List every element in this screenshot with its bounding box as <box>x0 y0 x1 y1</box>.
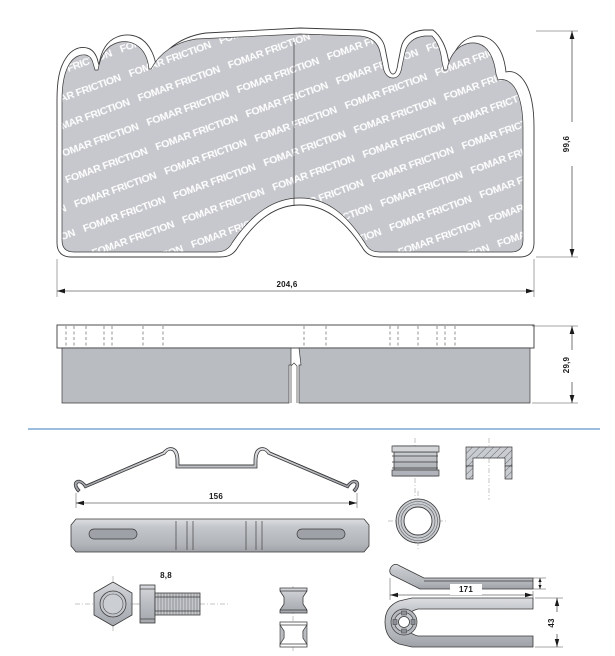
dimension-pad-width: 204,6 <box>56 259 535 297</box>
ribbed-bushing-sleeve <box>391 438 440 540</box>
fork-pivot-bore <box>398 616 410 628</box>
dimension-pad-thickness: 29,9 <box>532 325 578 404</box>
dimension-bracket-length: 171 <box>389 578 534 600</box>
bolt-grade-label: 8,8 <box>160 571 172 580</box>
pad-width-label: 204,6 <box>276 280 297 289</box>
pad-thickness-label: 29,9 <box>562 356 571 373</box>
spacer-bushing-pair <box>279 586 308 652</box>
washer-ring-2 <box>398 501 438 541</box>
backing-plate-ticks <box>65 326 456 347</box>
fork-pivot-keyway <box>392 610 416 634</box>
center-slot <box>290 362 298 403</box>
retainer-slot-left <box>88 528 138 540</box>
cap-cross-section <box>465 438 513 500</box>
fork-bracket-thickness-marker <box>533 577 546 590</box>
pad-side-view: 29,9 <box>56 324 578 404</box>
retaining-spring-clip <box>73 447 360 493</box>
dimension-pad-height: 99,6 <box>536 30 578 258</box>
spacer-bushing-upper <box>279 587 308 614</box>
washer-bore <box>403 506 433 536</box>
cap-leg-left <box>465 465 474 480</box>
retainer-slot-right <box>296 528 346 540</box>
retainer-score-lines <box>175 521 263 550</box>
friction-block-right <box>298 347 531 404</box>
washer-ring-top-view <box>388 491 448 551</box>
hex-bolt-side-view: 8,8 <box>130 571 230 624</box>
backing-plate-strip <box>56 324 535 349</box>
cap-section-profile <box>465 446 513 467</box>
fork-bracket-side-view <box>389 564 534 590</box>
friction-material <box>62 34 523 252</box>
hex-bolt-head-view <box>75 576 200 632</box>
friction-material-outline <box>61 33 524 253</box>
pad-face-view: 204,6 99,6 <box>56 27 578 297</box>
bracket-width-label: 43 <box>547 618 556 628</box>
pad-retainer-plate <box>70 518 370 553</box>
bolt-head-side <box>139 584 156 624</box>
dimension-spring-length: 156 <box>75 491 358 508</box>
washer-ring-3 <box>400 503 436 539</box>
accessory-kit: 156 <box>70 438 563 652</box>
fork-bracket-side-body <box>389 564 534 590</box>
bolt-shank <box>154 592 201 616</box>
friction-block-left <box>61 347 292 404</box>
hex-bolt-head-inner <box>102 593 124 615</box>
cap-leg-right <box>504 465 513 480</box>
dimension-bracket-width: 43 <box>535 597 563 648</box>
fork-bracket-top-view <box>384 597 534 648</box>
spring-length-label: 156 <box>209 492 223 501</box>
bracket-length-label: 171 <box>459 585 473 594</box>
pad-height-label: 99,6 <box>562 135 571 152</box>
